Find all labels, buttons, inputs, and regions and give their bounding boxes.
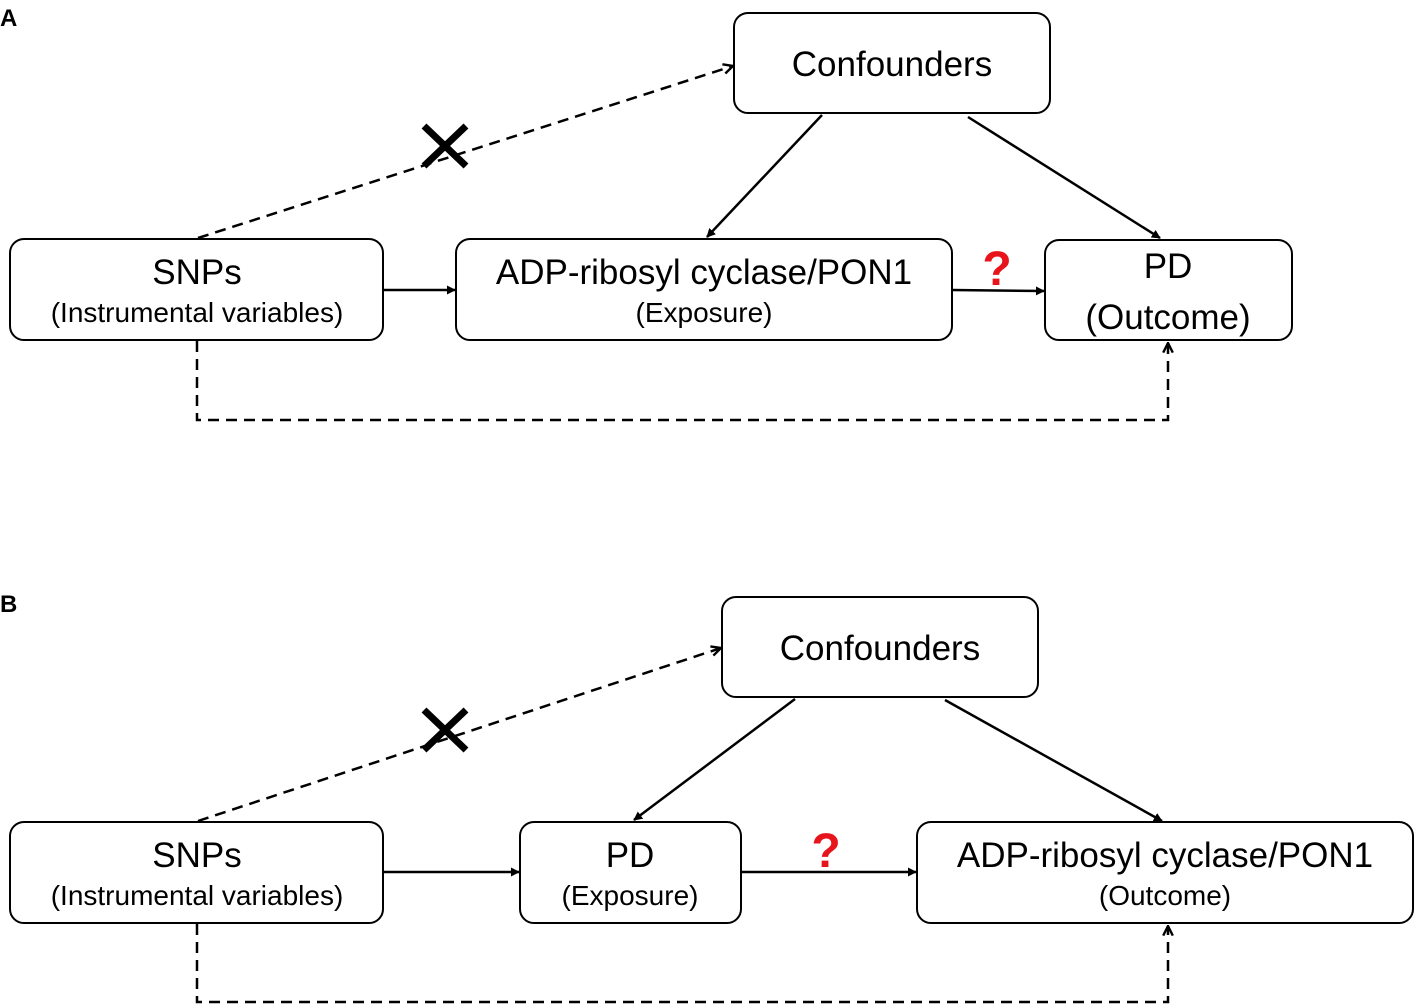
instrument-subtitle: (Instrumental variables): [51, 297, 344, 328]
arrow-confounders-to-exposure: [706, 114, 823, 238]
exposure-box: ADP-ribosyl cyclase/PON1 (Exposure): [455, 238, 953, 341]
instrument-box: SNPs (Instrumental variables): [9, 238, 384, 341]
instrument-box: SNPs (Instrumental variables): [9, 821, 384, 924]
cross-mark-icon: [421, 707, 469, 753]
cross-mark-icon: [421, 123, 469, 169]
dashed-arrow-instrument-to-outcome: [195, 924, 1168, 1004]
question-mark: ?: [982, 243, 1011, 296]
instrument-title: SNPs: [152, 253, 241, 292]
exposure-subtitle: (Exposure): [562, 880, 699, 911]
exposure-title: ADP-ribosyl cyclase/PON1: [496, 253, 912, 292]
confounders-label: Confounders: [780, 629, 980, 668]
exposure-box: PD (Exposure): [519, 821, 742, 924]
exposure-subtitle: (Exposure): [636, 297, 773, 328]
outcome-box: ADP-ribosyl cyclase/PON1 (Outcome): [916, 821, 1414, 924]
panel-label: B: [0, 591, 17, 618]
panel-label: A: [0, 5, 17, 32]
arrow-confounders-to-outcome: [944, 698, 1163, 823]
dashed-arrow-instrument-to-confounders: [197, 648, 721, 823]
exposure-title: PD: [606, 836, 655, 875]
outcome-title: PD: [1144, 247, 1193, 286]
panel-b: B Confounders SNPs (Instrumental variabl…: [0, 591, 1414, 1004]
arrow-confounders-to-exposure: [633, 698, 796, 821]
confounders-box: Confounders: [721, 596, 1039, 698]
confounders-box: Confounders: [733, 12, 1051, 114]
confounders-label: Confounders: [792, 45, 992, 84]
arrow-confounders-to-outcome: [967, 115, 1161, 240]
arrow-exposure-to-outcome: [951, 286, 1045, 296]
question-mark: ?: [811, 825, 840, 878]
outcome-box: PD (Outcome): [1044, 239, 1293, 341]
outcome-subtitle: (Outcome): [1099, 880, 1231, 911]
outcome-title: ADP-ribosyl cyclase/PON1: [957, 836, 1373, 875]
panel-a: A Confounders SNPs (Instrumental variabl…: [0, 5, 1293, 422]
instrument-subtitle: (Instrumental variables): [51, 880, 344, 911]
instrument-title: SNPs: [152, 836, 241, 875]
dashed-arrow-instrument-to-outcome: [195, 341, 1168, 422]
dashed-arrow-instrument-to-confounders: [197, 66, 733, 240]
outcome-subtitle: (Outcome): [1085, 298, 1250, 337]
